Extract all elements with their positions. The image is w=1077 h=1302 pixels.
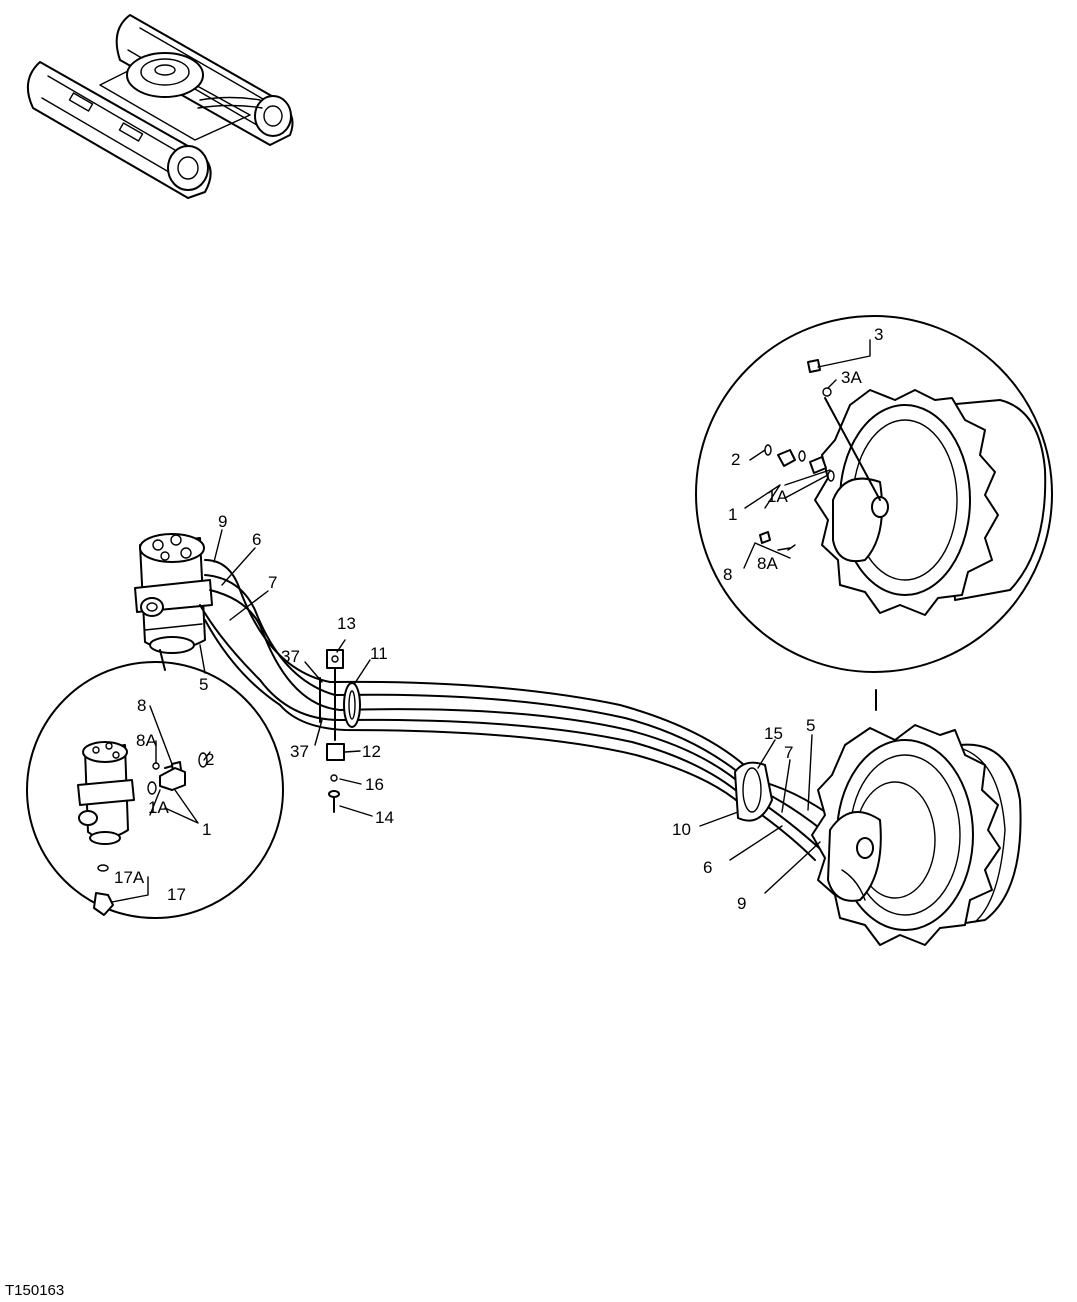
- callout-1: 1: [728, 505, 737, 524]
- callout-8: 8: [723, 565, 732, 584]
- travel-motor-sprocket-icon: [811, 724, 1022, 946]
- callout-8A: 8A: [757, 554, 778, 573]
- bolt-icon: [759, 359, 827, 544]
- callout-8A: 8A: [136, 731, 157, 750]
- callout-10: 10: [672, 820, 691, 839]
- callout-1: 1: [202, 820, 211, 839]
- swivel-detail-inset: [26, 649, 284, 919]
- crawler-undercarriage-icon: [26, 14, 294, 199]
- callout-9: 9: [737, 894, 746, 913]
- callouts-main-mid: 13 37 11 37 12 16 14: [281, 614, 394, 827]
- callout-16: 16: [365, 775, 384, 794]
- clamp-icon: [319, 649, 361, 813]
- callout-13: 13: [337, 614, 356, 633]
- motor-detail-inset: [695, 315, 1053, 711]
- callout-17A: 17A: [114, 868, 145, 887]
- callout-6: 6: [703, 858, 712, 877]
- callout-3A: 3A: [841, 368, 862, 387]
- callout-11: 11: [370, 644, 388, 663]
- callout-3: 3: [874, 325, 883, 344]
- swivel-joint-icon: [134, 533, 213, 654]
- callout-7: 7: [784, 743, 793, 762]
- callout-6: 6: [252, 530, 261, 549]
- callout-9: 9: [218, 512, 227, 531]
- callout-12: 12: [362, 742, 381, 761]
- callouts-inset-left: 8 8A 2 1A 1 17A 17: [114, 696, 214, 904]
- callout-7: 7: [268, 573, 277, 592]
- callout-2: 2: [731, 450, 740, 469]
- callout-2: 2: [205, 750, 214, 769]
- callouts-inset-right: 3 3A 2 1A 1 8 8A: [723, 325, 883, 584]
- leader-lines: [111, 339, 871, 903]
- o-ring-icon: [764, 387, 835, 551]
- callout-15: 15: [764, 724, 783, 743]
- callout-37: 37: [281, 647, 300, 666]
- callouts-main-right: 15 5 7 10 6 9: [672, 716, 815, 913]
- callout-14: 14: [375, 808, 394, 827]
- callout-17: 17: [167, 885, 186, 904]
- callout-1A: 1A: [767, 487, 788, 506]
- clamp-icon: [734, 761, 773, 822]
- callout-1A: 1A: [148, 798, 169, 817]
- callouts-main-left: 9 6 7 5: [199, 512, 277, 694]
- callout-37-lower: 37: [290, 742, 309, 761]
- callout-5: 5: [806, 716, 815, 735]
- callout-8: 8: [137, 696, 146, 715]
- figure-code: T150163: [5, 1282, 64, 1299]
- callout-5: 5: [199, 675, 208, 694]
